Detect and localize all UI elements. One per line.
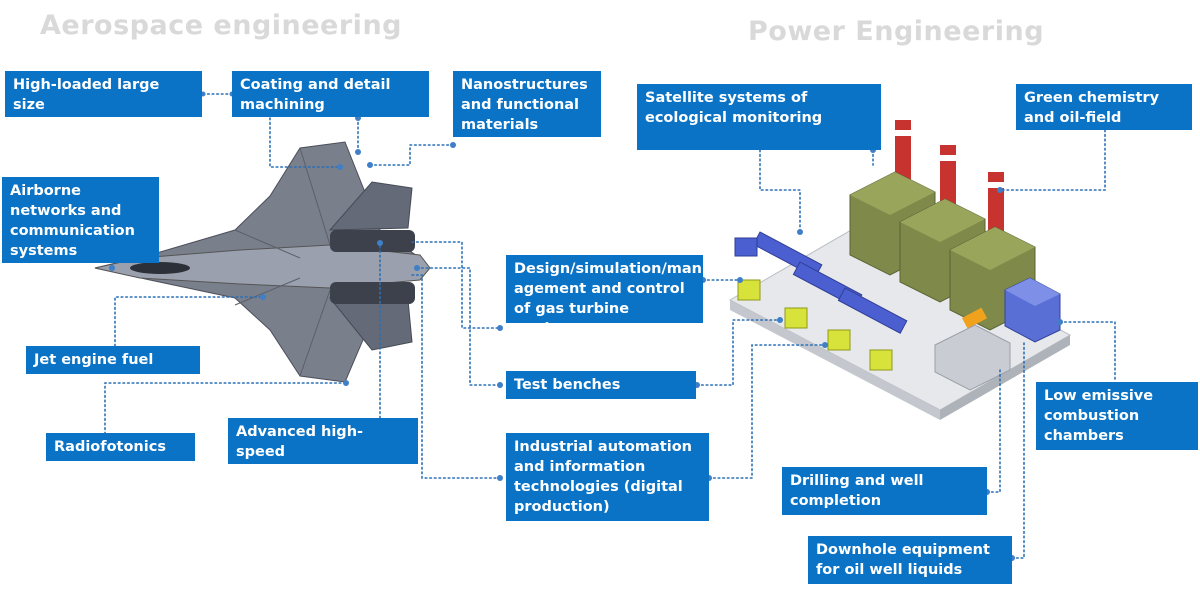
connector-design-sim: [411, 241, 501, 329]
connector-test-benches: [416, 267, 501, 386]
fighter-jet-image: [94, 141, 431, 383]
connector-coating: [269, 117, 341, 168]
label-airborne-networks: Airborne networks and communication syst…: [2, 177, 159, 263]
aerospace-section-title: Aerospace engineering: [40, 10, 402, 41]
label-coating-machining: Coating and detail machining: [232, 71, 429, 117]
connector-test-right: [696, 319, 781, 386]
connector-green-chem: [999, 129, 1106, 191]
connector-drilling: [986, 369, 1001, 493]
connector-dot: [497, 382, 503, 388]
label-jet-engine-fuel: Jet engine fuel: [26, 346, 200, 374]
connector-dot: [414, 265, 420, 271]
connector-dot: [1057, 319, 1063, 325]
label-test-benches: Test benches: [506, 371, 696, 399]
connector-dot: [797, 229, 803, 235]
label-high-loaded-parts: High-loaded large size thin parts: [5, 71, 202, 117]
label-satellite-systems: Satellite systems of ecological monitori…: [637, 84, 881, 150]
connector-radiofotonics: [104, 382, 347, 435]
label-low-emissive: Low emissive combustion chambers: [1036, 382, 1198, 450]
connector-dot: [109, 265, 115, 271]
label-green-chemistry: Green chemistry and oil-field: [1016, 84, 1192, 130]
connector-industrial: [411, 274, 501, 479]
connector-dot: [497, 325, 503, 331]
connector-dot: [737, 277, 743, 283]
connector-jet-fuel: [114, 296, 264, 347]
connector-dot: [343, 380, 349, 386]
power-section-title: Power Engineering: [748, 16, 1045, 47]
label-design-simulation: Design/simulation/man agement and contro…: [506, 255, 703, 323]
connector-dot: [997, 187, 1003, 193]
connector-industrial-right: [708, 344, 826, 479]
connector-dot: [822, 342, 828, 348]
power-plant-image: [728, 120, 1072, 420]
connector-satellite: [759, 149, 801, 233]
label-industrial-automation: Industrial automation and information te…: [506, 433, 709, 521]
connector-low-emissive: [1059, 321, 1116, 383]
connector-dot: [367, 162, 373, 168]
connector-dot: [777, 317, 783, 323]
label-electric-machines: Advanced high-speed electric machines: [228, 418, 418, 464]
connector-dot: [497, 475, 503, 481]
connector-dot: [377, 240, 383, 246]
label-nanostructures: Nanostructures and functional materials: [453, 71, 601, 137]
connector-downhole: [1011, 339, 1025, 559]
connector-dot: [337, 164, 343, 170]
label-downhole-equipment: Downhole equipment for oil well liquids: [808, 536, 1012, 584]
connector-dot: [355, 149, 361, 155]
connector-dot: [450, 142, 456, 148]
connector-nanostructures: [369, 144, 454, 166]
label-drilling: Drilling and well completion: [782, 467, 987, 515]
label-radiofotonics: Radiofotonics: [46, 433, 195, 461]
connector-dot: [260, 294, 266, 300]
